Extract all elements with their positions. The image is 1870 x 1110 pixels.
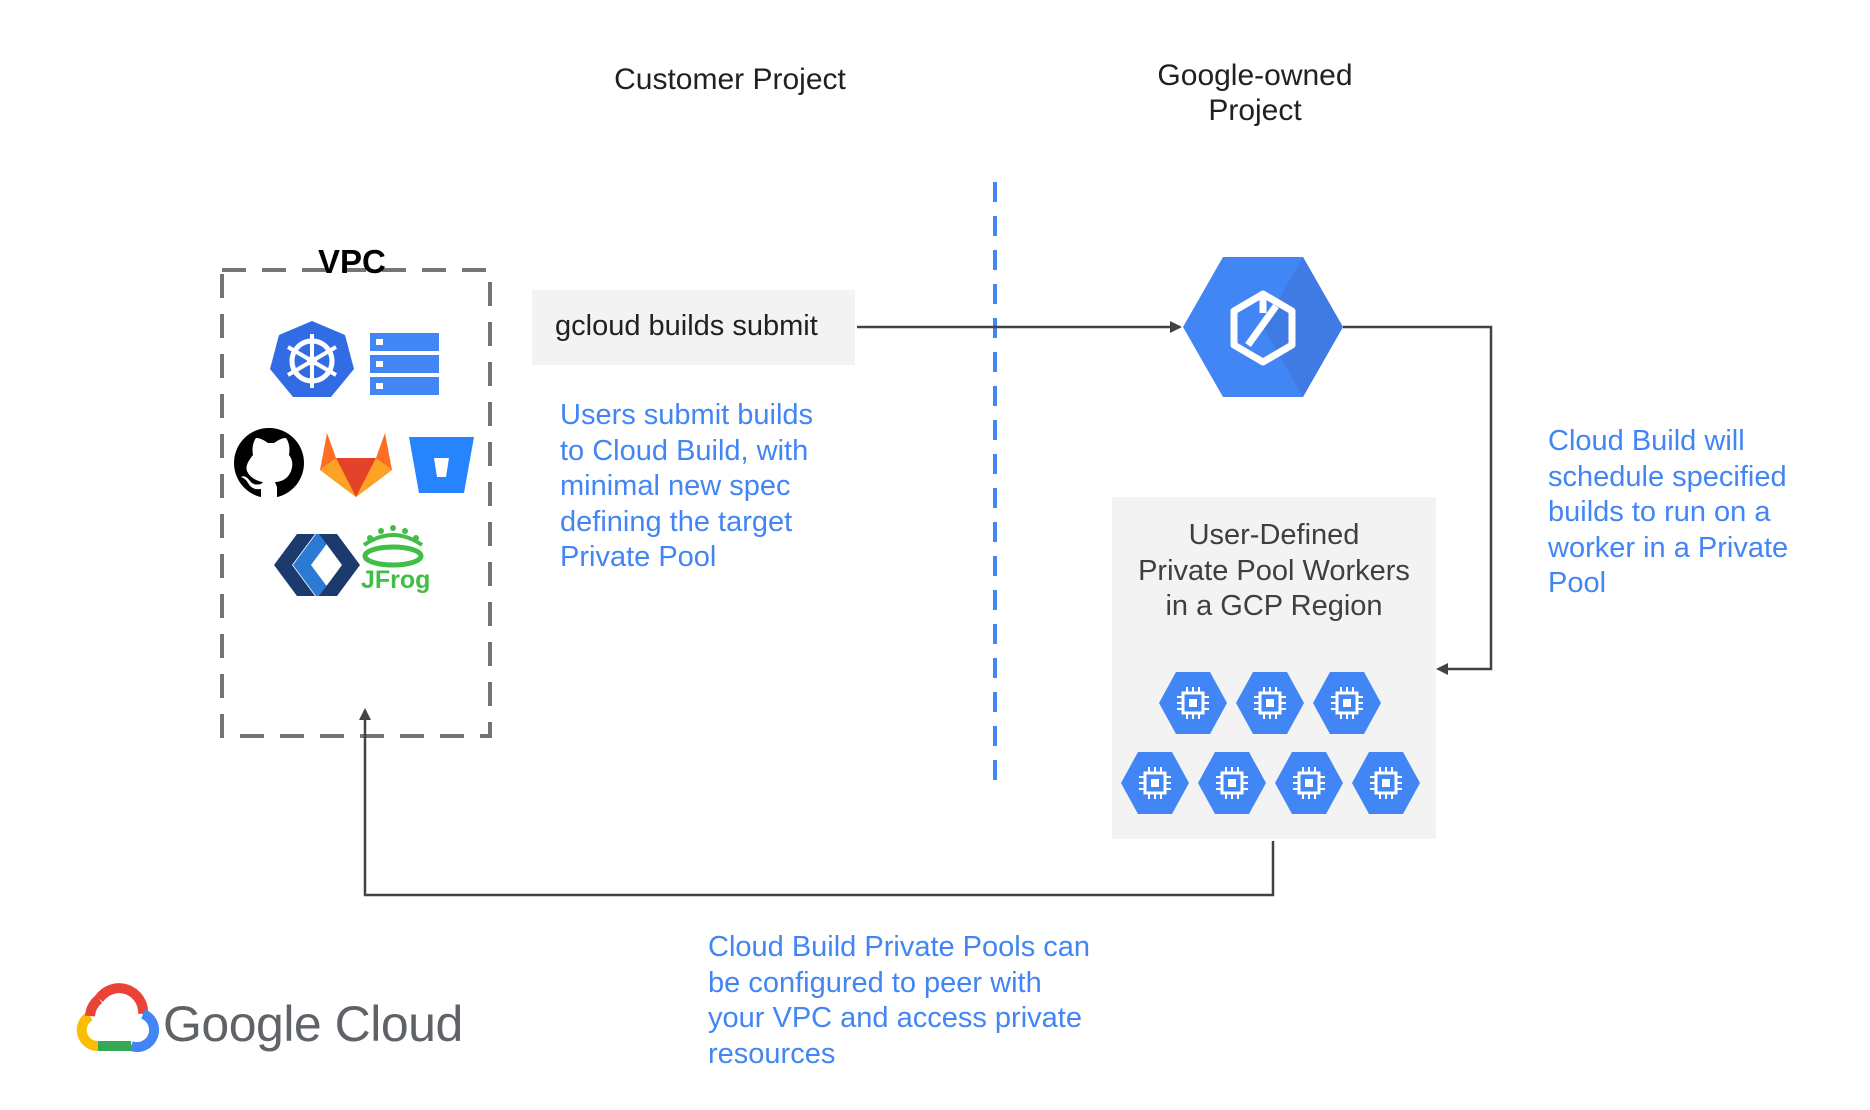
worker-chip-icon — [1121, 752, 1189, 814]
submit-note-line: minimal new spec — [560, 470, 791, 502]
private-pool-title-line: in a GCP Region — [1165, 590, 1383, 622]
submit-note-line: Users submit builds — [560, 399, 814, 431]
kubernetes-icon — [270, 321, 354, 397]
private-pool-title-line: Private Pool Workers — [1138, 554, 1410, 587]
peer-note-line: be configured to peer with — [708, 966, 1042, 999]
schedule-note: Cloud Build will schedule specified buil… — [1548, 424, 1788, 602]
peer-note-line: your VPC and access private — [708, 1002, 1082, 1034]
schedule-note-line: schedule specified — [1548, 460, 1787, 493]
jfrog-icon — [362, 525, 424, 568]
private-pool-title: User-Defined Private Pool Workers in a G… — [1112, 518, 1436, 625]
peer-note-line: Cloud Build Private Pools can — [708, 931, 1091, 963]
storage-list-icon — [370, 333, 439, 395]
worker-chip-icon — [1159, 672, 1227, 734]
command-text: gcloud builds submit — [555, 310, 818, 342]
gitlab-icon — [320, 433, 392, 497]
worker-chip-icon — [1275, 752, 1343, 814]
worker-chip-icon — [1198, 752, 1266, 814]
vpc-title: VPC — [318, 243, 386, 280]
google-project-heading-line1: Google-owned — [1157, 59, 1353, 92]
submit-note: Users submit builds to Cloud Build, with… — [560, 398, 813, 576]
peer-arrow — [359, 708, 1275, 897]
peer-note-line: resources — [708, 1037, 836, 1070]
kanban-icon — [274, 534, 360, 596]
schedule-note-line: builds to run on a — [1548, 496, 1771, 528]
schedule-arrow — [1343, 325, 1493, 675]
customer-project-heading: Customer Project — [614, 63, 846, 96]
worker-group — [1121, 672, 1420, 814]
google-cloud-wordmark: Google Cloud — [163, 996, 463, 1052]
github-icon — [234, 428, 304, 498]
worker-chip-icon — [1352, 752, 1420, 814]
google-project-heading: Google-owned Project — [1130, 58, 1380, 128]
vpc-box — [220, 268, 492, 738]
private-pool-title-line: User-Defined — [1188, 519, 1360, 551]
schedule-note-line: Pool — [1548, 567, 1607, 599]
schedule-note-line: worker in a Private — [1548, 531, 1789, 564]
worker-chip-icon — [1313, 672, 1381, 734]
peer-note: Cloud Build Private Pools can be configu… — [708, 930, 1090, 1072]
google-project-heading-line2: Project — [1208, 94, 1302, 127]
schedule-note-line: Cloud Build will — [1548, 425, 1745, 457]
submit-note-line: to Cloud Build, with — [560, 434, 809, 467]
jfrog-label: JFrog — [361, 566, 431, 594]
worker-chip-icon — [1236, 672, 1304, 734]
command-box — [532, 290, 855, 365]
google-cloud-logo-icon — [76, 983, 160, 1053]
submit-note-line: Private Pool — [560, 541, 717, 573]
submit-note-line: defining the target — [560, 505, 793, 538]
bitbucket-icon — [409, 437, 474, 493]
cloud-build-icon — [1183, 257, 1343, 397]
